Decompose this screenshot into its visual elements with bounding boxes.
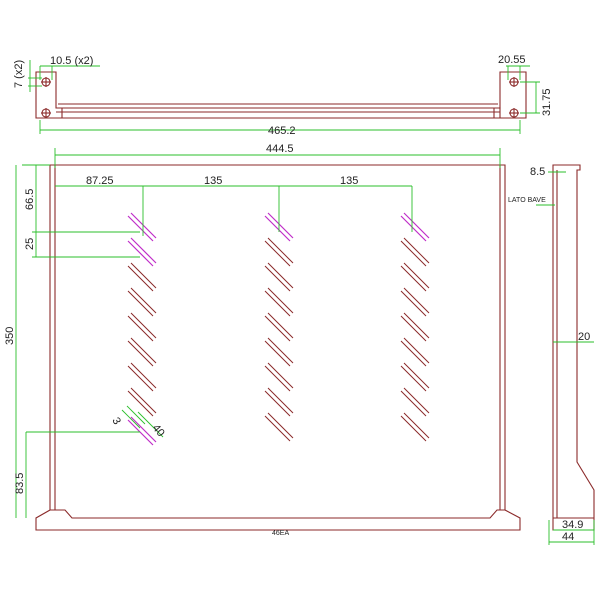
dim-depth: 350: [4, 327, 16, 345]
dim-bottom-offset: 83.5: [14, 473, 26, 494]
dim-top-offset: 66.5: [24, 189, 36, 210]
slot: [400, 387, 430, 417]
rail-body: [56, 107, 501, 119]
slot-highlighted: [264, 212, 294, 242]
dim-inner-width: 444.5: [266, 143, 294, 155]
top-view: 10.5 (x2) 7 (x2) 20.55 31.75 465.2: [13, 54, 553, 137]
dim-base-width: 34.9: [562, 519, 583, 531]
slot: [400, 362, 430, 392]
slot-column-3: [400, 212, 430, 442]
right-ear-outline: [493, 71, 527, 119]
dim-slot-pitch-1: 135: [204, 175, 222, 187]
slot: [264, 412, 294, 442]
dim-first-slot-offset: 87.25: [86, 175, 114, 187]
dim-slot-spacing: 25: [24, 238, 36, 250]
small-center-label: 46EA: [272, 530, 289, 537]
dim-wall: 20: [578, 331, 590, 343]
dim-total-width: 44: [562, 531, 574, 543]
slot-highlighted: [400, 212, 430, 242]
slot-highlighted: [127, 212, 157, 242]
slot: [400, 337, 430, 367]
dim-slot-length: 40: [150, 422, 167, 439]
dim-slot-pitch-2: 135: [340, 175, 358, 187]
slot: [400, 412, 430, 442]
dim-slot-width: 3: [109, 416, 122, 427]
dim-overall-width: 465.2: [268, 125, 296, 137]
side-view: 8.5 LATO BAVE 20 34.9 44: [508, 164, 595, 545]
slot: [264, 312, 294, 342]
dim-hole-offset: 7 (x2): [13, 60, 25, 88]
slot: [264, 387, 294, 417]
slot: [400, 287, 430, 317]
slot: [400, 262, 430, 292]
tray-outline: [35, 164, 521, 531]
slot: [264, 337, 294, 367]
dim-top-lip: 8.5: [530, 166, 545, 178]
slot-column-1: [127, 212, 157, 446]
slot: [127, 312, 157, 342]
slot-highlighted: [127, 237, 157, 267]
slot: [127, 287, 157, 317]
slot: [127, 362, 157, 392]
slot: [400, 312, 430, 342]
slot: [264, 262, 294, 292]
slot: [127, 337, 157, 367]
slot: [127, 262, 157, 292]
dim-right-hole-spacing: 20.55: [498, 54, 526, 66]
slot-column-2: [264, 212, 294, 442]
slot: [264, 287, 294, 317]
slot: [400, 237, 430, 267]
front-view: 46EA: [4, 143, 521, 537]
slot: [127, 387, 157, 417]
slot: [264, 362, 294, 392]
slot-highlighted: [127, 416, 157, 446]
side-label: LATO BAVE: [508, 197, 546, 204]
side-profile: [552, 164, 595, 531]
dim-hole-diameter: 10.5 (x2): [50, 55, 93, 67]
slot: [264, 237, 294, 267]
dim-ear-height: 31.75: [541, 88, 553, 116]
